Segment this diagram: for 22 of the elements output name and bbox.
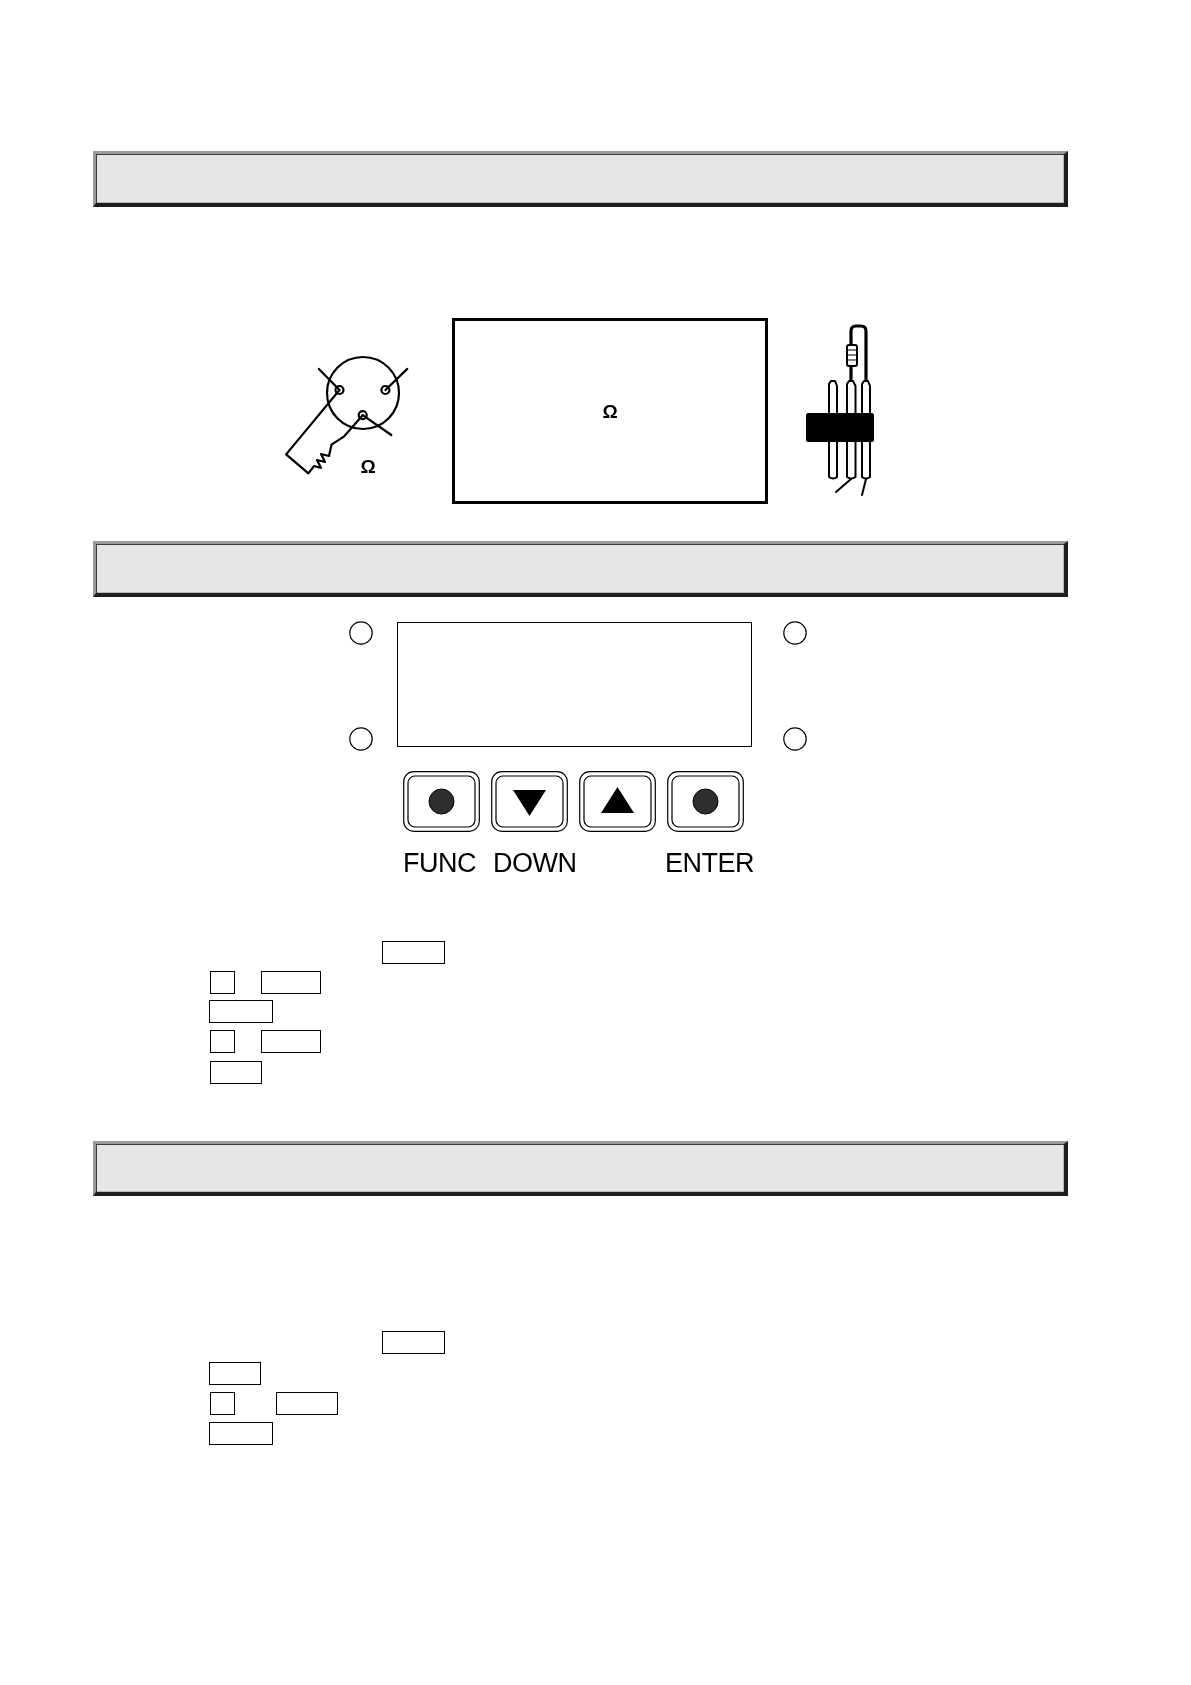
display-window [397, 622, 752, 747]
key-label: DOWN [493, 850, 577, 877]
ohm-symbol: Ω [360, 456, 376, 476]
blank-box [210, 1392, 235, 1415]
blank-box [276, 1392, 338, 1415]
blank-box [382, 941, 445, 964]
blank-box [261, 1030, 321, 1053]
section-header-bar [93, 1141, 1068, 1196]
blank-box [210, 1030, 235, 1053]
blank-box [210, 1061, 262, 1084]
blank-box [209, 1362, 261, 1385]
blank-box [209, 1422, 273, 1445]
section-header-bar [93, 151, 1068, 207]
section-header-bar [93, 541, 1068, 597]
blank-box [210, 971, 235, 994]
ohm-symbol: Ω [602, 401, 618, 421]
blank-box [261, 971, 321, 994]
blank-box [382, 1331, 445, 1354]
outline-frame [452, 318, 768, 504]
key-label: FUNC [403, 850, 476, 877]
key-label: ENTER [665, 850, 754, 877]
blank-box [209, 1000, 273, 1023]
